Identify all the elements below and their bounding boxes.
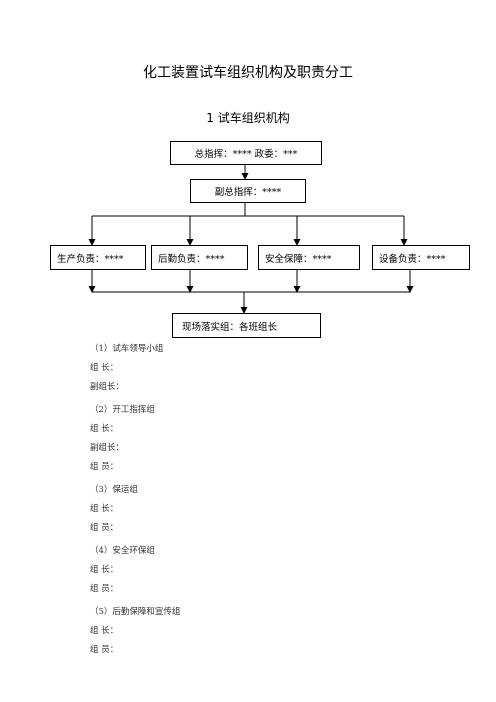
group-startup-command: （2）开工指挥组 组 长： 副组长： 组 员： [90,401,180,477]
document-title: 化工装置试车组织机构及职责分工 [143,65,353,81]
role-leader: 组 长： [90,363,119,373]
org-box-production: 生产负责：**** [50,245,146,270]
role-leader: 组 长： [90,424,119,434]
group-logistics-publicity: （5）后勤保障和宣传组 组 长： 组 员： [90,603,180,660]
role-member: 组 员： [90,645,119,655]
org-box-safety: 安全保障：**** [258,245,360,270]
role-member: 组 员： [90,523,119,533]
group-maintenance: （3）保运组 组 长： 组 员： [90,481,180,538]
role-leader: 组 长： [90,504,119,514]
group-heading: （5）后勤保障和宣传组 [90,607,181,617]
section-heading: 1 试车组织机构 [206,111,290,125]
org-box-field-team: 现场落实组：各班组长 [172,313,321,338]
role-member: 组 员： [90,462,119,472]
group-leadership: （1）试车领导小组 组 长： 副组长： [90,340,180,397]
org-box-commander: 总指挥：**** 政委：*** [170,141,322,165]
group-heading: （4）安全环保组 [90,546,155,556]
group-heading: （3）保运组 [90,485,138,495]
role-deputy-leader: 副组长： [90,382,125,392]
group-heading: （1）试车领导小组 [90,344,164,354]
role-leader: 组 长： [90,626,119,636]
group-safety-environment: （4）安全环保组 组 长： 组 员： [90,542,180,599]
org-box-equipment: 设备负责：**** [372,245,470,270]
org-box-deputy-commander: 副总指挥：**** [190,179,306,203]
group-list: （1）试车领导小组 组 长： 副组长： （2）开工指挥组 组 长： 副组长： 组… [90,340,180,660]
role-leader: 组 长： [90,565,119,575]
org-box-logistics: 后勤负责：**** [151,245,248,270]
group-heading: （2）开工指挥组 [90,405,155,415]
role-deputy-leader: 副组长： [90,443,125,453]
role-member: 组 员： [90,584,119,594]
